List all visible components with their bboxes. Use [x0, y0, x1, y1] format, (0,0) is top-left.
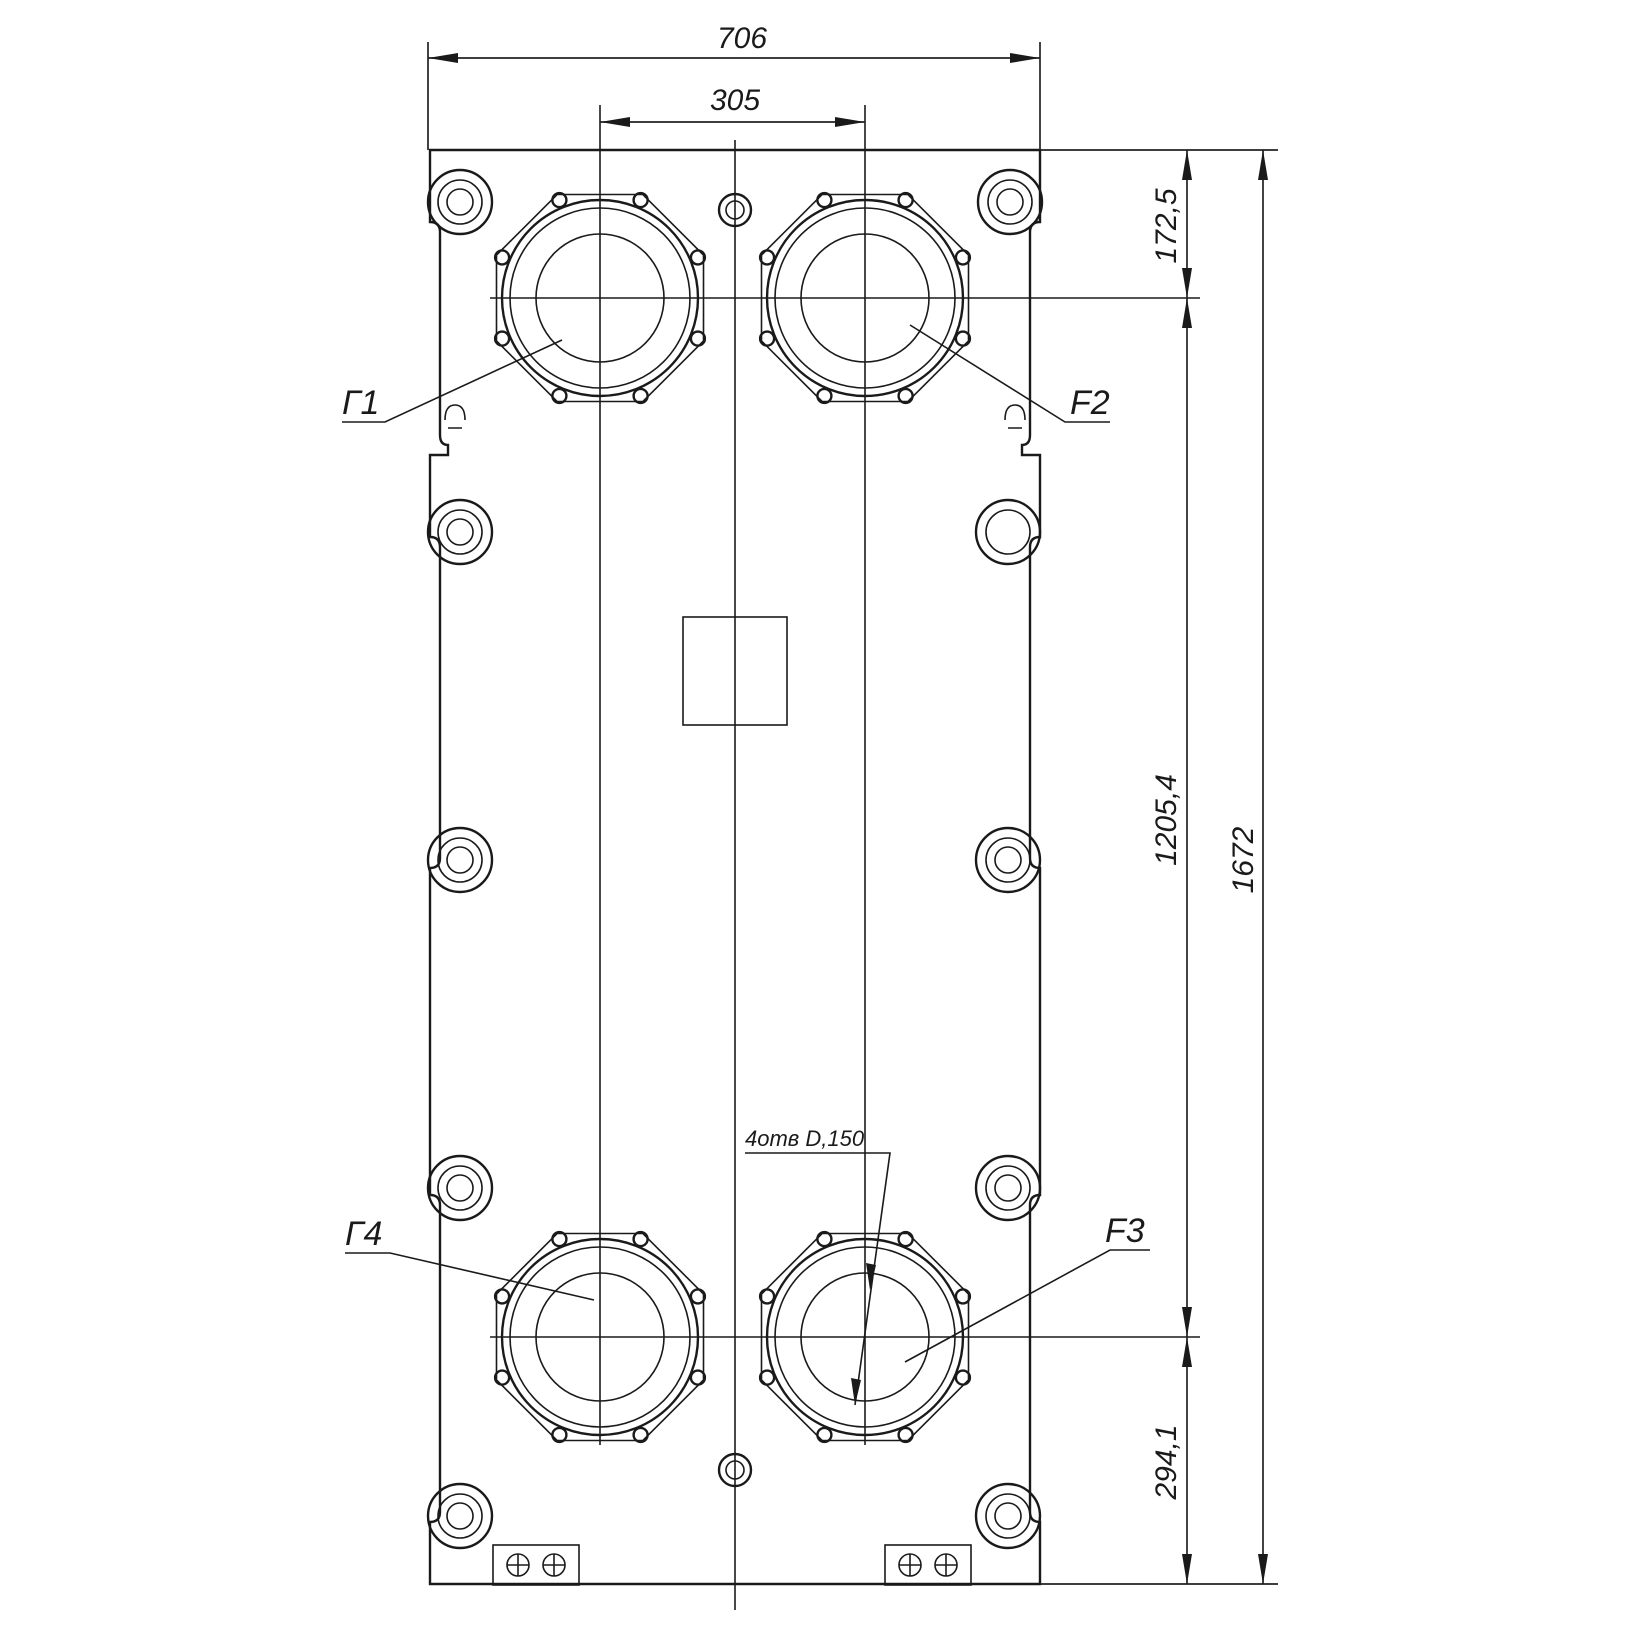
dim-label-294-1: 294,1: [1150, 1424, 1183, 1500]
flange-bolt: [897, 387, 914, 405]
bolt-hole-right-2: [974, 498, 1042, 566]
port-label-f3: F3: [1105, 1212, 1145, 1250]
flange-bolt: [954, 249, 972, 266]
flange-note: 4отв D,150: [745, 1126, 891, 1406]
flange-bolt: [954, 1369, 972, 1386]
flange-bolt: [632, 191, 649, 209]
flange-bolt: [632, 1426, 649, 1444]
flange-bolt: [897, 1426, 914, 1444]
port-label-g4: Г4: [345, 1215, 382, 1253]
bolt-hole-top-right: [976, 168, 1044, 236]
dim-label-1672: 1672: [1227, 826, 1260, 893]
flange-bolt: [551, 1230, 568, 1248]
dim-label-172-5: 172,5: [1150, 188, 1183, 263]
dimension-overall-height: 1672: [1227, 150, 1268, 1584]
flange-bolt: [632, 1230, 649, 1248]
flange-bolt: [897, 191, 914, 209]
bolt-hole-bottom-right: [974, 1482, 1042, 1550]
hook-left: [444, 404, 466, 429]
flange-bolt: [816, 191, 833, 209]
hook-right: [1004, 404, 1026, 429]
flange-bolt: [493, 249, 511, 266]
dimension-bottom-offset: 294,1: [1150, 1337, 1192, 1584]
bolt-hole-bottom-left: [426, 1482, 494, 1550]
flange-bolt: [954, 330, 972, 347]
terminal-block-right: [884, 1544, 972, 1586]
flange-bolt: [493, 1369, 511, 1386]
flange-note-text: 4отв D,150: [745, 1126, 865, 1151]
flange-bolt: [551, 387, 568, 405]
dimension-port-spacing: 305: [600, 84, 865, 127]
flange-bolt: [632, 387, 649, 405]
flange-bolt: [816, 1230, 833, 1248]
center-hole-top: [717, 192, 753, 228]
dim-label-706: 706: [717, 22, 767, 55]
flange-bolt: [758, 249, 776, 266]
bolt-hole-left-4: [426, 1154, 494, 1222]
dimension-port-center-distance: 1205,4: [1150, 298, 1192, 1337]
leader-g1: Г1: [342, 339, 563, 423]
flange-bolt: [689, 330, 707, 347]
leader-f3: F3: [904, 1212, 1150, 1363]
dimension-overall-width: 706: [427, 22, 1041, 150]
flange-bolt: [689, 1288, 707, 1305]
flange-bolt: [758, 1288, 776, 1305]
bolt-hole-top-left: [426, 168, 494, 236]
leader-f2: F2: [909, 324, 1110, 423]
flange-bolt: [493, 330, 511, 347]
flange-bolt: [689, 1369, 707, 1386]
flange-bolt: [758, 330, 776, 347]
flange-bolt: [551, 191, 568, 209]
bolt-hole-right-3: [974, 826, 1042, 894]
port-label-f2: F2: [1070, 384, 1110, 422]
flange-bolt: [551, 1426, 568, 1444]
flange-bolt: [897, 1230, 914, 1248]
flange-bolt: [493, 1288, 511, 1305]
bolt-hole-left-2: [426, 498, 494, 566]
bolt-hole-right-4: [974, 1154, 1042, 1222]
flange-bolt: [816, 1426, 833, 1444]
leader-g4: Г4: [345, 1215, 595, 1301]
flange-bolt: [816, 387, 833, 405]
center-hole-bottom: [717, 1452, 753, 1488]
dim-label-1205-4: 1205,4: [1150, 774, 1183, 866]
center-window: [682, 616, 788, 726]
bolt-hole-left-3: [426, 826, 494, 894]
flange-bolt: [758, 1369, 776, 1386]
dimension-top-offset: 172,5: [1150, 150, 1192, 298]
terminal-block-left: [492, 1544, 580, 1586]
port-label-g1: Г1: [342, 384, 379, 422]
flange-bolt: [689, 249, 707, 266]
flange-bolt: [954, 1288, 972, 1305]
dim-label-305: 305: [710, 84, 760, 117]
